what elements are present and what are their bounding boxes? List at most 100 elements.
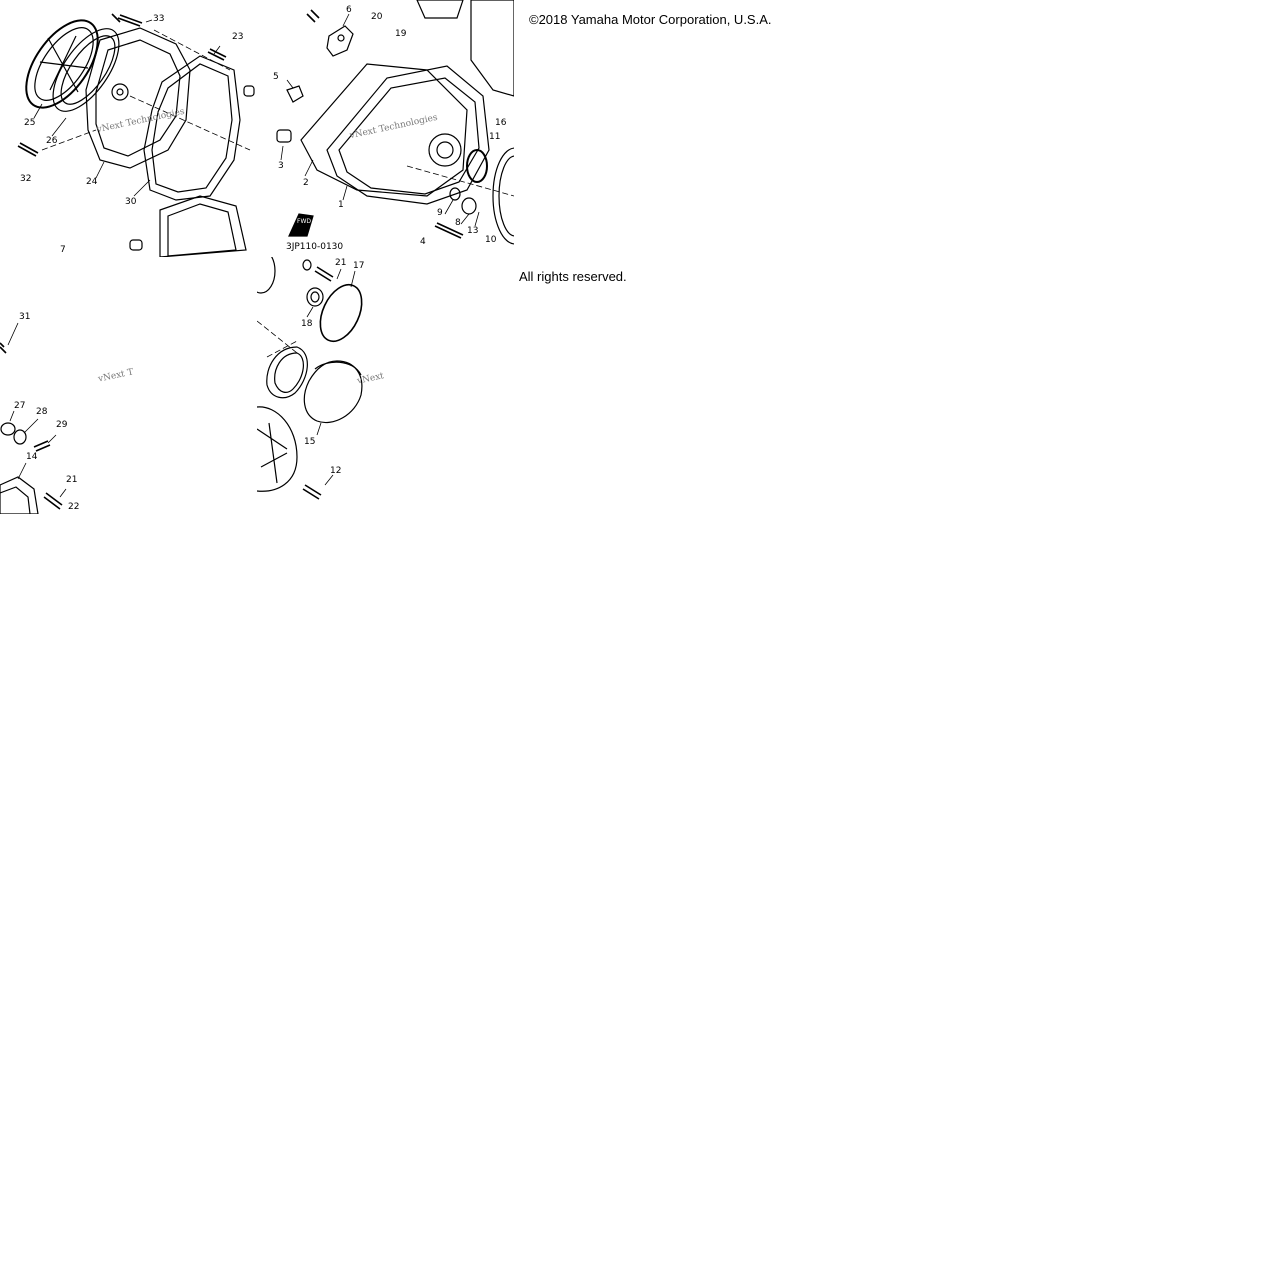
part-30-gasket-inner (151, 63, 233, 193)
callout-12: 12 (330, 466, 342, 476)
part-2-gasket (300, 63, 468, 197)
callout-11: 11 (489, 132, 501, 142)
callout-24: 24 (86, 177, 98, 187)
part-26-gasket (52, 28, 120, 112)
part-rotor-spokes (257, 422, 288, 484)
callout-28: 28 (36, 407, 48, 417)
callout-18: 18 (301, 319, 313, 329)
part-18-bearing-inner (310, 291, 320, 303)
diagram-tile-cover-parts: 21 17 18 15 12 vNext T (257, 257, 385, 514)
part-16-plate (470, 0, 514, 97)
callout-33: 33 (153, 14, 165, 24)
part-6-hole (337, 34, 345, 42)
part-28-washer (13, 429, 27, 445)
bolt-21 (314, 266, 334, 282)
callout-6: 6 (346, 5, 352, 15)
fwd-arrow (288, 213, 314, 237)
callout-14: 14 (26, 452, 38, 462)
part-oring-small (302, 259, 312, 271)
callout-21: 21 (335, 258, 347, 268)
lower-gasket-inner (167, 203, 237, 257)
bolt-top (306, 9, 320, 23)
diagram-tile-left-cover: 33 23 25 26 32 24 30 7 vNext Technologie… (0, 0, 257, 257)
part-19-plate (416, 0, 464, 19)
left-cover-drawing (17, 13, 255, 257)
dowel-pin-lower (129, 239, 143, 251)
lower-gasket (159, 195, 247, 257)
callout-1: 1 (338, 200, 344, 210)
callout-25: 25 (24, 118, 36, 128)
right-cover-drawing (276, 0, 514, 245)
dowel-pin-upper (243, 85, 255, 97)
diagram-tile-right-cover: 6 20 19 5 3 2 1 16 11 9 8 13 4 10 3JP110… (257, 0, 514, 257)
part-9-seal (449, 187, 461, 201)
callout-8: 8 (455, 218, 461, 228)
part-seal-ring (266, 346, 308, 399)
callout-23: 23 (232, 32, 244, 42)
callout-7: 7 (60, 245, 66, 255)
part-25-cap (25, 19, 99, 109)
alignment-lines (41, 29, 251, 151)
bolt-23 (207, 48, 227, 61)
copyright-text: ©2018 Yamaha Motor Corporation, U.S.A. (529, 12, 772, 27)
bolt-12 (302, 484, 322, 500)
part-6-bracket (326, 25, 354, 57)
callout-26: 26 (46, 136, 58, 146)
callout-4: 4 (420, 237, 426, 247)
part-24-cover-inner (95, 39, 181, 157)
callout-27: 27 (14, 401, 26, 411)
callout-5: 5 (273, 72, 279, 82)
part-rotor (257, 406, 298, 492)
callout-9: 9 (437, 208, 443, 218)
part-25-cap-inner (34, 27, 94, 101)
bolt-32 (17, 142, 39, 157)
part-14-cover-inner (0, 486, 31, 514)
callout-15: 15 (304, 437, 316, 447)
callout-32: 32 (20, 174, 32, 184)
part-1-bearing-seat (428, 133, 462, 167)
part-15-cap-rim (314, 361, 362, 376)
rights-text: All rights reserved. (519, 269, 627, 284)
callout-17: 17 (353, 261, 365, 271)
part-11-oring (466, 149, 488, 183)
part-14-cover (0, 476, 39, 514)
part-5-clamp (286, 85, 304, 103)
leaders (306, 268, 356, 486)
part-24-hub (111, 83, 129, 101)
part-3-dowel (276, 129, 292, 143)
callout-20: 20 (371, 12, 383, 22)
alignment-lines (257, 320, 298, 358)
part-10-cover-inner (498, 155, 514, 237)
diagram-tile-small-parts: 31 27 28 29 14 21 22 vNext T (0, 257, 257, 514)
bolt-31 (0, 342, 7, 354)
bolt-29 (33, 440, 51, 452)
callout-31: 31 (19, 312, 31, 322)
callout-30: 30 (125, 197, 137, 207)
part-1-bearing-inner (436, 141, 454, 159)
callout-29: 29 (56, 420, 68, 430)
part-15-cap (303, 360, 363, 424)
part-8-seal (461, 197, 477, 215)
leaders (33, 19, 221, 197)
callout-21: 21 (66, 475, 78, 485)
callout-22: 22 (68, 502, 80, 512)
small-parts-drawing (0, 322, 67, 514)
part-30-gasket (143, 55, 241, 201)
part-10-cover (492, 147, 514, 245)
callout-3: 3 (278, 161, 284, 171)
part-24-hub-center (116, 88, 124, 96)
part-1-cover-inner (338, 77, 480, 195)
part-24-cover (85, 27, 191, 169)
bolt-33 (111, 13, 143, 27)
bolt-21 (43, 492, 63, 510)
part-17-ring (319, 283, 363, 343)
part-27-collar (0, 422, 16, 436)
callout-16: 16 (495, 118, 507, 128)
leaders (7, 322, 67, 498)
callout-19: 19 (395, 29, 407, 39)
cover-parts-drawing (257, 257, 363, 500)
callout-2: 2 (303, 178, 309, 188)
part-18-bearing (306, 287, 324, 307)
leaders (280, 13, 480, 227)
bolt-4 (434, 222, 464, 239)
